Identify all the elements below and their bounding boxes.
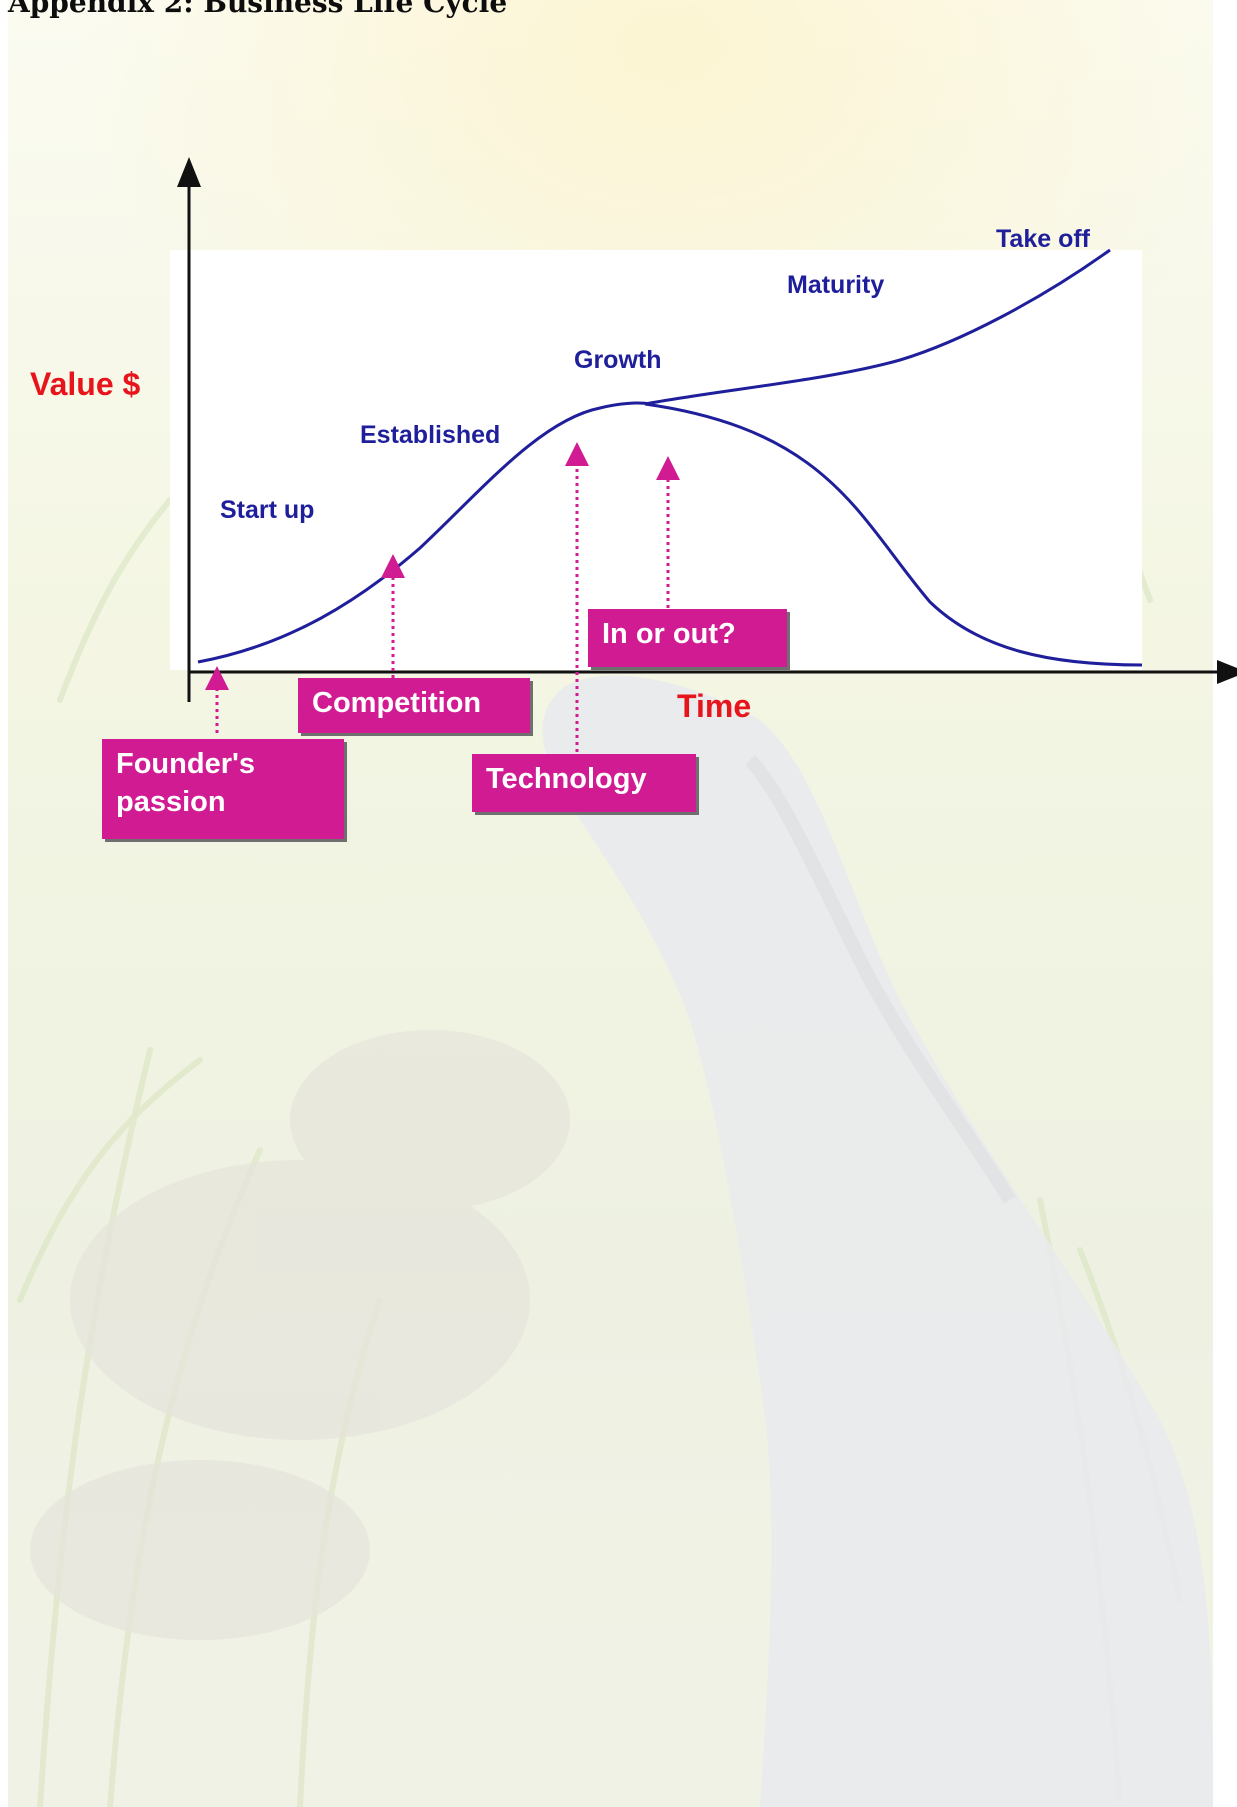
y-axis-label: Value $ bbox=[30, 366, 141, 402]
factor-box-in-or-out: In or out? bbox=[588, 609, 787, 667]
chart-plot-area bbox=[170, 250, 1142, 670]
stage-label-growth: Growth bbox=[574, 346, 662, 374]
stage-label-take-off: Take off bbox=[996, 225, 1091, 253]
factor-box-founders-passion: Founder's passion bbox=[102, 739, 344, 839]
animal-silhouette bbox=[542, 675, 1213, 1807]
stage-label-maturity: Maturity bbox=[787, 271, 884, 299]
factor-box-technology: Technology bbox=[472, 754, 696, 812]
decline-curve bbox=[644, 402, 1143, 667]
take-off-curve bbox=[644, 248, 1111, 406]
stage-label-start-up: Start up bbox=[220, 496, 314, 524]
x-axis-label: Time bbox=[677, 688, 751, 724]
stage-label-established: Established bbox=[360, 421, 500, 449]
growth-curve bbox=[197, 401, 651, 664]
ground-patches bbox=[30, 1030, 570, 1640]
page-title: Appendix 2: Business Life Cycle bbox=[8, 0, 508, 19]
factor-box-competition: Competition bbox=[298, 678, 530, 733]
